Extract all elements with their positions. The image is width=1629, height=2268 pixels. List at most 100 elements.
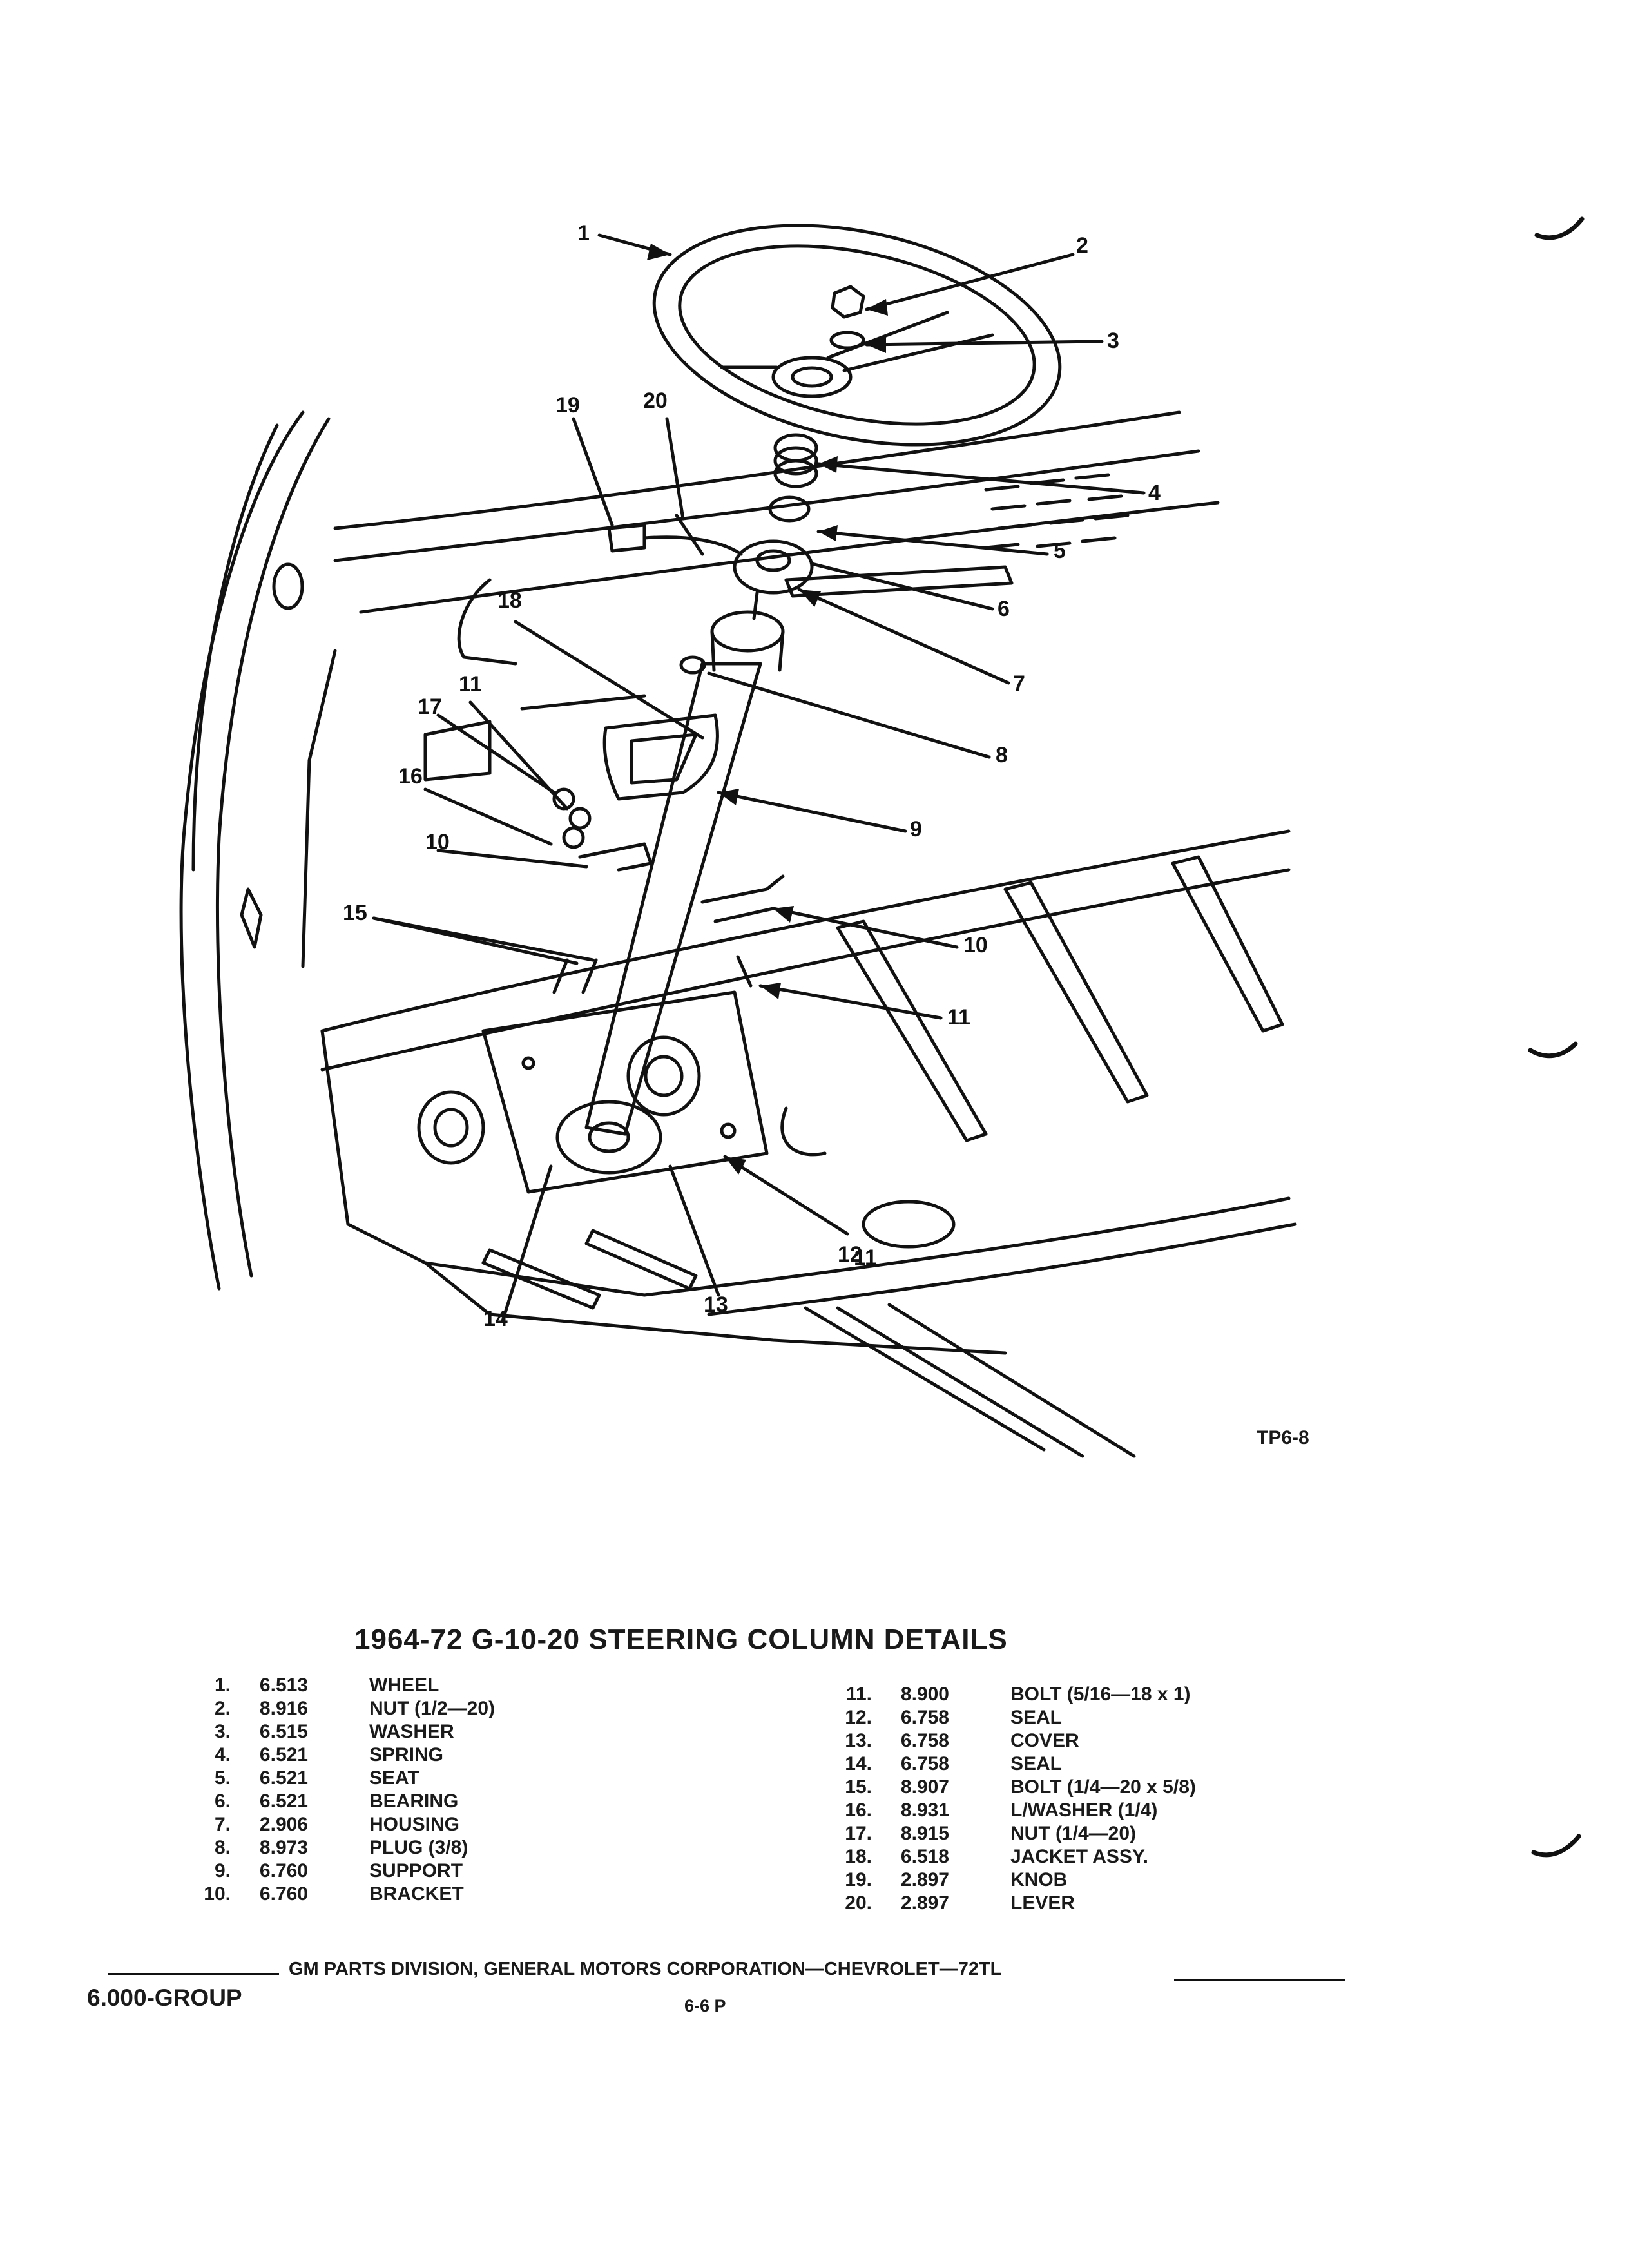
list-item: 12. 6.758 SEAL: [828, 1706, 1196, 1729]
callout-14: 14: [483, 1307, 508, 1331]
figure-code: TP6-8: [1257, 1427, 1309, 1448]
list-item: 7. 2.906 HOUSING: [187, 1813, 495, 1836]
list-item: 15. 8.907 BOLT (1/4—20 x 5/8): [828, 1776, 1196, 1799]
part-number: 15.: [845, 1776, 872, 1798]
part-name: COVER: [1010, 1730, 1079, 1751]
part-number: 16.: [845, 1800, 872, 1821]
part-name: HOUSING: [369, 1814, 460, 1835]
binder-mark: [1534, 216, 1585, 240]
part-name: SEAL: [1010, 1707, 1063, 1728]
part-number: 17.: [845, 1823, 872, 1844]
list-item: 6. 6.521 BEARING: [187, 1790, 495, 1813]
part-name: L/WASHER (1/4): [1010, 1800, 1158, 1821]
list-item: 14. 6.758 SEAL: [828, 1753, 1196, 1776]
callout-11: 11: [459, 672, 482, 697]
part-code: 2.906: [259, 1814, 308, 1835]
list-item: 17. 8.915 NUT (1/4—20): [828, 1822, 1196, 1845]
part-number: 6.: [214, 1791, 231, 1812]
part-code: 6.521: [259, 1744, 308, 1765]
callout-1: 1: [577, 221, 590, 245]
list-item: 16. 8.931 L/WASHER (1/4): [828, 1799, 1196, 1822]
callout-20: 20: [643, 389, 668, 413]
part-name: WHEEL: [369, 1675, 439, 1696]
part-number: 3.: [214, 1721, 231, 1742]
part-name: SEAT: [369, 1767, 419, 1789]
part-name: WASHER: [369, 1721, 454, 1742]
page-title: 1964-72 G-10-20 STEERING COLUMN DETAILS: [354, 1624, 1008, 1655]
list-item: 8. 8.973 PLUG (3/8): [187, 1836, 495, 1860]
part-number: 12.: [845, 1707, 872, 1728]
callout-16: 16: [398, 764, 423, 789]
callout-13: 13: [704, 1293, 728, 1317]
part-number: 19.: [845, 1869, 872, 1890]
part-name: PLUG (3/8): [369, 1837, 468, 1858]
callout-4: 4: [1148, 481, 1161, 505]
part-number: 18.: [845, 1846, 872, 1867]
part-name: BOLT (1/4—20 x 5/8): [1010, 1776, 1196, 1798]
callout-8: 8: [996, 743, 1008, 767]
part-number: 7.: [214, 1814, 231, 1835]
part-number: 20.: [845, 1892, 872, 1914]
publisher-line: GM PARTS DIVISION, GENERAL MOTORS CORPOR…: [289, 1959, 1002, 1979]
part-code: 6.518: [900, 1846, 949, 1867]
part-number: 4.: [214, 1744, 231, 1765]
callout-6: 6: [998, 597, 1010, 621]
part-number: 9.: [214, 1860, 231, 1881]
part-code: 2.897: [900, 1869, 949, 1890]
part-number: 1.: [214, 1675, 231, 1696]
part-name: SUPPORT: [369, 1860, 463, 1881]
callout-7: 7: [1013, 671, 1025, 696]
part-number: 14.: [845, 1753, 872, 1774]
part-code: 2.897: [900, 1892, 949, 1914]
callout-10: 10: [963, 933, 988, 957]
part-code: 6.521: [259, 1767, 308, 1789]
list-item: 11. 8.900 BOLT (5/16—18 x 1): [828, 1683, 1196, 1706]
part-name: SEAL: [1010, 1753, 1063, 1774]
callout-9: 9: [910, 817, 922, 841]
part-name: KNOB: [1010, 1869, 1068, 1890]
part-code: 8.973: [259, 1837, 308, 1858]
callout-11: 11: [947, 1005, 970, 1030]
callout-12: 12: [838, 1242, 862, 1267]
part-code: 8.900: [900, 1684, 949, 1705]
list-item: 4. 6.521 SPRING: [187, 1744, 495, 1767]
part-code: 8.931: [900, 1800, 949, 1821]
part-number: 8.: [214, 1837, 231, 1858]
footer-rule-left: [108, 1973, 279, 1975]
part-name: NUT (1/2—20): [369, 1698, 496, 1719]
part-code: 6.515: [259, 1721, 308, 1742]
part-code: 8.915: [900, 1823, 949, 1844]
part-code: 8.907: [900, 1776, 949, 1798]
part-name: BOLT (5/16—18 x 1): [1010, 1684, 1191, 1705]
callout-11: 11: [854, 1245, 877, 1270]
callout-2: 2: [1076, 233, 1088, 258]
part-name: BRACKET: [369, 1883, 464, 1905]
part-number: 2.: [214, 1698, 231, 1719]
part-code: 6.758: [900, 1730, 949, 1751]
part-number: 10.: [204, 1883, 231, 1905]
list-item: 20. 2.897 LEVER: [828, 1892, 1196, 1915]
callout-18: 18: [497, 588, 522, 613]
part-name: LEVER: [1010, 1892, 1075, 1914]
part-name: BEARING: [369, 1791, 459, 1812]
page-number: 6-6 P: [684, 1996, 726, 2015]
callout-15: 15: [343, 901, 367, 925]
part-code: 6.758: [900, 1707, 949, 1728]
footer-rule-right: [1174, 1979, 1345, 1981]
part-code: 6.758: [900, 1753, 949, 1774]
callout-3: 3: [1107, 329, 1119, 353]
part-name: SPRING: [369, 1744, 444, 1765]
part-number: 11.: [845, 1684, 872, 1705]
part-code: 6.521: [259, 1791, 308, 1812]
part-name: NUT (1/4—20): [1010, 1823, 1137, 1844]
part-name: JACKET ASSY.: [1010, 1846, 1148, 1867]
